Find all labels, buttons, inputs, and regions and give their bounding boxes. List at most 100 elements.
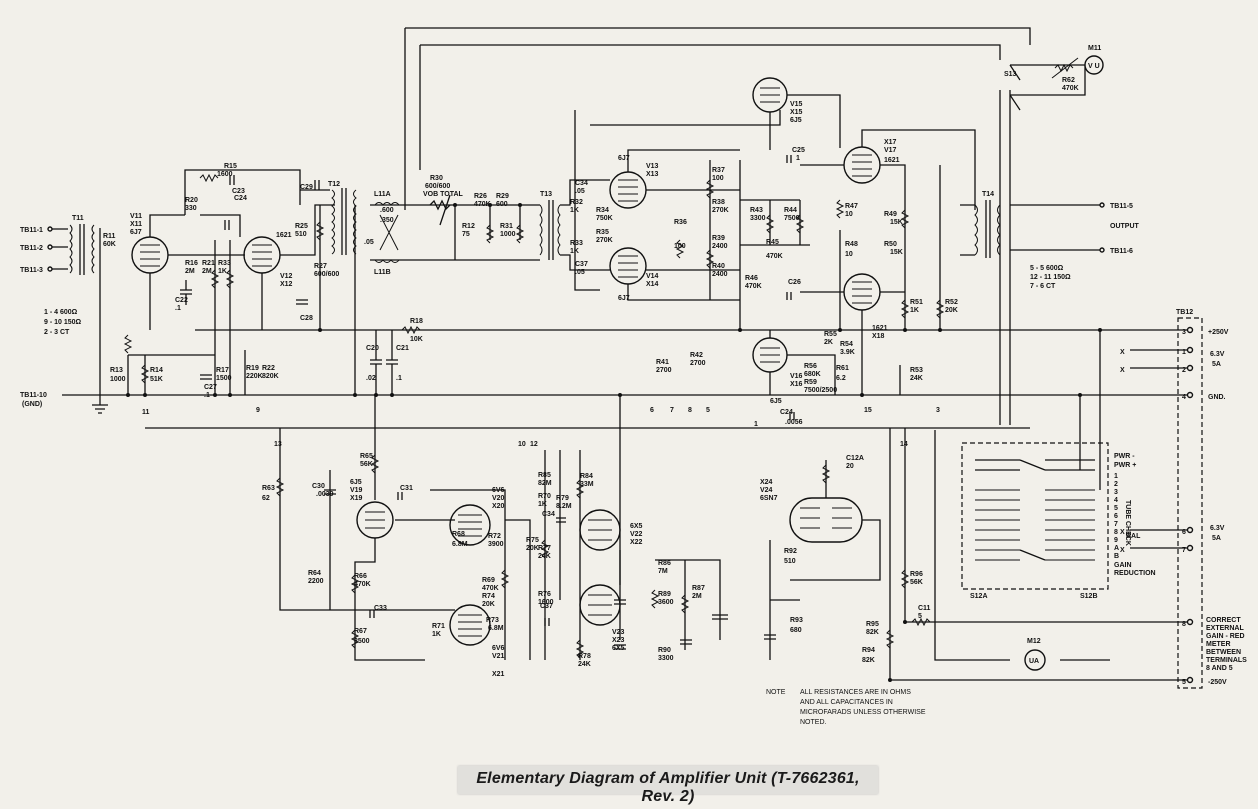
meter-m12: UA M12 [1024,638,1046,671]
schematic-label: 1K [538,501,547,508]
schematic-label: 1621 [872,325,888,332]
schematic-label: S13 [1004,71,1017,78]
schematic-label: R26 [474,193,487,200]
schematic-label: 9 [256,407,260,414]
schematic-label: C30 [312,483,325,490]
tube-v12: V12 X12 1621 [243,232,293,288]
schematic-label: 2400 [712,271,728,278]
schematic-label: PWR + [1114,462,1136,469]
schematic-label: 8 [1182,621,1186,628]
schematic-label: TB12 [1176,309,1193,316]
schematic-label: BAL [1126,533,1141,540]
schematic-label: 5A [1212,535,1221,542]
schematic-label: 470K [745,283,762,290]
schematic-label: 6J7 [130,229,142,236]
tube-v15: V15 X15 6J5 [752,77,803,124]
schematic-label: GAIN - RED [1206,633,1245,640]
schematic-label: 8 [688,407,692,414]
schematic-label: R96 [910,571,923,578]
schematic-label: L11A [374,191,391,198]
schematic-label: 7 [1114,521,1118,528]
schematic-label: 100 [674,243,686,250]
schematic-label: R87 [692,585,705,592]
schematic-label: R90 [658,647,671,654]
schematic-label: C34 [575,180,588,187]
schematic-label: 10K [410,336,423,343]
schematic-label: 2 [1182,367,1186,374]
schematic-label: 82K [866,629,879,636]
signal-wiring [149,64,1190,680]
schematic-label: 24K [538,553,551,560]
schematic-label: R37 [712,167,725,174]
schematic-label: 6SN7 [760,495,778,502]
schematic-label: .1 [204,392,210,399]
schematic-label: 14 [900,441,908,448]
transformer-t12: T12 [328,181,357,255]
schematic-label: 24K [910,375,923,382]
schematic-label: ALL RESISTANCES ARE IN OHMS [800,689,911,696]
tube-v14: V14 X14 6J7 [609,247,659,302]
schematic-label: R86 [658,560,671,567]
schematic-label: R12 [462,223,475,230]
schematic-label: R72 [488,533,501,540]
schematic-label: R77 [538,545,551,552]
schematic-label: 1621 [884,157,900,164]
schematic-label: X21 [492,671,505,678]
schematic-label: 820K [262,373,279,380]
schematic-label: 20K [482,601,495,608]
schematic-label: B [1114,553,1119,560]
schematic-label: R85 [538,472,551,479]
schematic-label: 2700 [690,360,706,367]
power-bus-lines [62,27,1190,681]
schematic-label: 2200 [308,578,324,585]
schematic-label: 1 [754,421,758,428]
schematic-label: 13 [274,441,282,448]
schematic-label: 4 [1114,497,1118,504]
schematic-label: 680 [790,627,802,634]
schematic-label: R38 [712,199,725,206]
schematic-label: 6.3V [1210,351,1225,358]
schematic-label: R52 [945,299,958,306]
r13-label: R13 [110,367,123,374]
schematic-label: C37 [575,261,588,268]
ground-terminal: TB11-10 [20,392,47,399]
tube-v23: V23 X23 6X5 [579,584,625,652]
schematic-label: 7500 [784,215,800,222]
schematic-label: R53 [910,367,923,374]
schematic-label: R78 [578,653,591,660]
schematic-label: R93 [790,617,803,624]
schematic-label: 470K [482,585,499,592]
schematic-label: .1 [175,305,181,312]
schematic-label: 5 - 5 600Ω [1030,265,1064,272]
schematic-label: R42 [690,352,703,359]
schematic-label: 2M [185,268,195,275]
schematic-label: V19 [350,487,363,494]
schematic-label: 6J5 [770,398,782,405]
schematic-label: TB11-6 [1110,248,1133,255]
schematic-label: C20 [366,345,379,352]
schematic-label: 2400 [712,243,728,250]
schematic-label: V14 [646,273,659,280]
schematic-label: 1 [796,155,800,162]
schematic-label: X22 [630,539,643,546]
schematic-label: X20 [492,503,505,510]
schematic-label: 2M [692,593,702,600]
schematic-label: R74 [482,593,495,600]
schematic-label: R70 [538,493,551,500]
schematic-label: 470K [1062,85,1079,92]
schematic-label: 10 [845,211,853,218]
schematic-label: R27 [314,263,327,270]
schematic-label: PWR - [1114,453,1135,460]
page-number: 19 [0,340,2,355]
schematic-label: 7M [658,568,668,575]
schematic-label: 62 [262,495,270,502]
schematic-label: C23 [232,188,245,195]
schematic-label: GND. [1208,394,1226,401]
schematic-label: C25 [792,147,805,154]
schematic-label: V24 [760,487,773,494]
schematic-label: 3300 [750,215,766,222]
schematic-label: 600/600 [425,183,450,190]
schematic-label: R51 [910,299,923,306]
schematic-label: R63 [262,485,275,492]
schematic-label: R32 [570,199,583,206]
